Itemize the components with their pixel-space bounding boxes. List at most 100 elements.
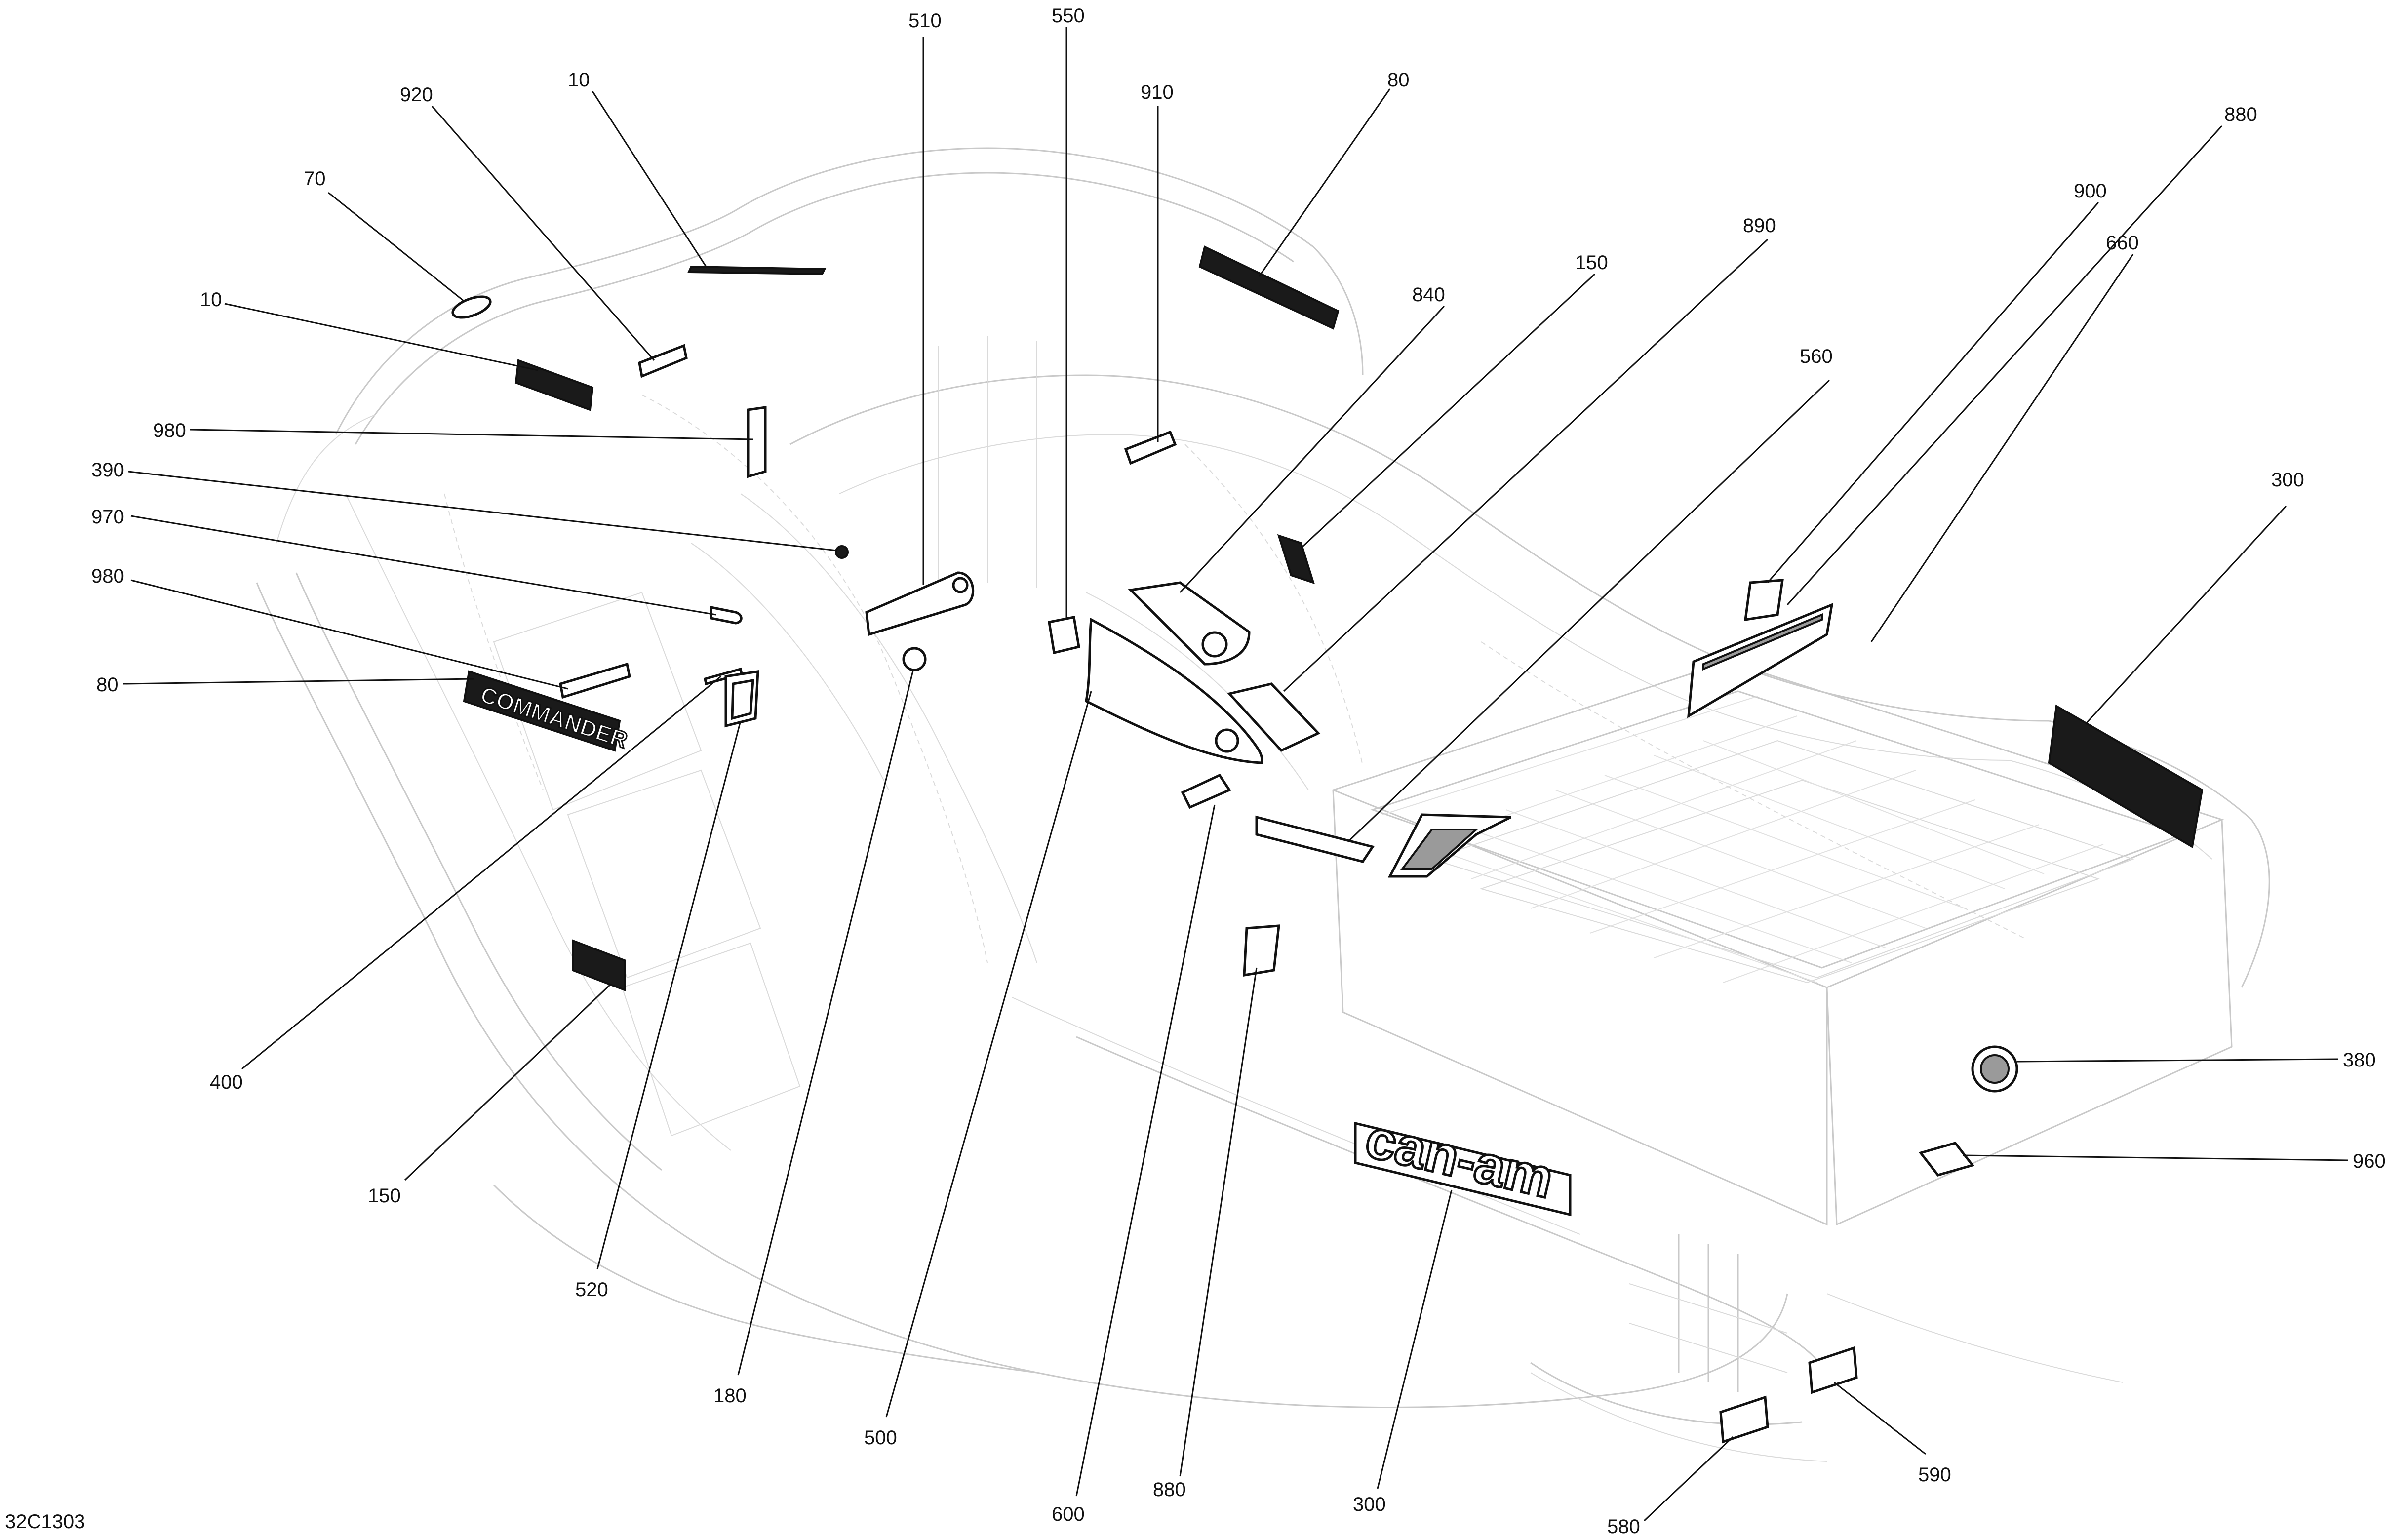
callout-400: 400	[210, 1071, 243, 1093]
leader-520	[596, 720, 742, 1269]
callout-510: 510	[908, 10, 942, 32]
leader-590	[1834, 1382, 1926, 1455]
callout-880-lower: 880	[1153, 1479, 1186, 1501]
leader-560	[1347, 379, 1830, 843]
leader-80b	[123, 678, 474, 685]
decals: COMMANDER	[451, 245, 2204, 1444]
decal-980-lower	[559, 662, 631, 699]
decal-980-upper	[747, 406, 767, 478]
leader-580	[1643, 1436, 1734, 1522]
leader-lines	[123, 27, 2348, 1522]
decal-70-oval	[451, 295, 492, 319]
leader-960	[1962, 1154, 2348, 1161]
leader-400	[241, 675, 721, 1070]
decal-880-upper-stripe	[1702, 613, 1823, 671]
leader-970	[130, 515, 716, 616]
callout-10-upper: 10	[568, 69, 590, 91]
decal-150-lower	[572, 939, 626, 991]
decal-600	[1181, 773, 1231, 809]
callout-520: 520	[575, 1279, 608, 1301]
callout-380: 380	[2343, 1049, 2376, 1071]
callout-900: 900	[2074, 180, 2107, 202]
decal-880-lower	[1243, 924, 1280, 977]
leader-920	[431, 106, 655, 361]
decal-590	[1808, 1346, 1858, 1394]
decal-660-stripe	[1400, 829, 1479, 870]
decal-520-inner	[731, 678, 754, 720]
decal-510	[865, 571, 974, 636]
leader-880a	[1786, 125, 2223, 606]
decal-550	[1048, 616, 1080, 655]
leader-150b	[404, 984, 611, 1181]
diagram-code: 32C1303	[5, 1511, 85, 1533]
callout-890: 890	[1743, 215, 1776, 237]
callout-980-upper: 980	[153, 420, 186, 441]
decal-580	[1719, 1395, 1769, 1444]
callout-880-upper: 880	[2224, 104, 2257, 125]
callout-980-lower: 980	[91, 565, 124, 587]
decal-880-upper	[1687, 602, 1834, 718]
leader-300a	[2085, 505, 2287, 724]
leader-980a	[190, 429, 753, 440]
callout-920: 920	[400, 84, 433, 106]
decal-10-top-strip	[687, 265, 827, 276]
leader-500	[885, 691, 1092, 1418]
callout-300-lower: 300	[1353, 1494, 1386, 1515]
callout-840: 840	[1412, 284, 1445, 306]
leader-890	[1283, 238, 1769, 692]
leader-660	[1870, 254, 2134, 642]
leader-980b	[130, 579, 568, 690]
leader-180	[737, 669, 914, 1376]
decal-80-upper	[1198, 245, 1340, 330]
decal-500-panel	[1085, 618, 1263, 764]
decal-180-round	[902, 647, 927, 671]
callout-150-upper: 150	[1575, 252, 1608, 274]
callout-910: 910	[1141, 81, 1174, 103]
leader-840	[1179, 305, 1445, 593]
decal-300-side	[2048, 704, 2204, 849]
decal-10-badge	[514, 359, 594, 411]
leader-300b	[1377, 1189, 1453, 1489]
leader-150a	[1300, 273, 1596, 549]
leader-900	[1767, 202, 2099, 583]
callout-970: 970	[91, 506, 124, 528]
callout-660: 660	[2106, 232, 2139, 254]
callout-500: 500	[864, 1427, 897, 1449]
callout-labels: 510 550 910 80 880 10 920 70 900 890 150…	[91, 5, 2386, 1538]
callout-80-upper: 80	[1387, 69, 1410, 91]
decal-910	[1124, 430, 1177, 465]
decal-970	[710, 605, 743, 625]
leader-80a	[1258, 88, 1391, 277]
decal-380-inner	[1980, 1054, 2010, 1084]
leader-10b	[224, 303, 539, 371]
leader-600	[1075, 804, 1216, 1497]
decal-560	[1255, 815, 1375, 863]
callout-80-lower: 80	[96, 674, 118, 696]
decal-300-can-am: can-am	[1354, 1106, 1572, 1217]
decal-500-hole	[1215, 728, 1239, 753]
leader-380	[2016, 1058, 2338, 1063]
decal-920	[638, 344, 688, 378]
callout-150-lower: 150	[368, 1185, 401, 1207]
can-am-logo-text: can-am	[1360, 1108, 1559, 1210]
decal-510-hole	[952, 577, 969, 593]
decal-890	[1227, 682, 1321, 752]
callout-590: 590	[1918, 1464, 1951, 1486]
callout-180: 180	[713, 1385, 747, 1407]
callout-580: 580	[1607, 1516, 1640, 1538]
decal-900	[1744, 579, 1784, 621]
callout-600: 600	[1052, 1503, 1085, 1525]
vehicle-body-outline	[256, 147, 2270, 1462]
callout-550: 550	[1052, 5, 1085, 27]
leader-880b	[1179, 967, 1258, 1477]
decal-390-round	[835, 545, 849, 559]
leader-70	[328, 192, 465, 302]
callout-960: 960	[2353, 1150, 2386, 1172]
leader-10a	[592, 91, 707, 267]
decal-150-upper	[1277, 534, 1315, 585]
callout-10-lower: 10	[200, 289, 222, 311]
callout-390: 390	[91, 459, 124, 481]
decal-960	[1918, 1142, 1975, 1177]
callout-300-upper: 300	[2271, 469, 2304, 491]
